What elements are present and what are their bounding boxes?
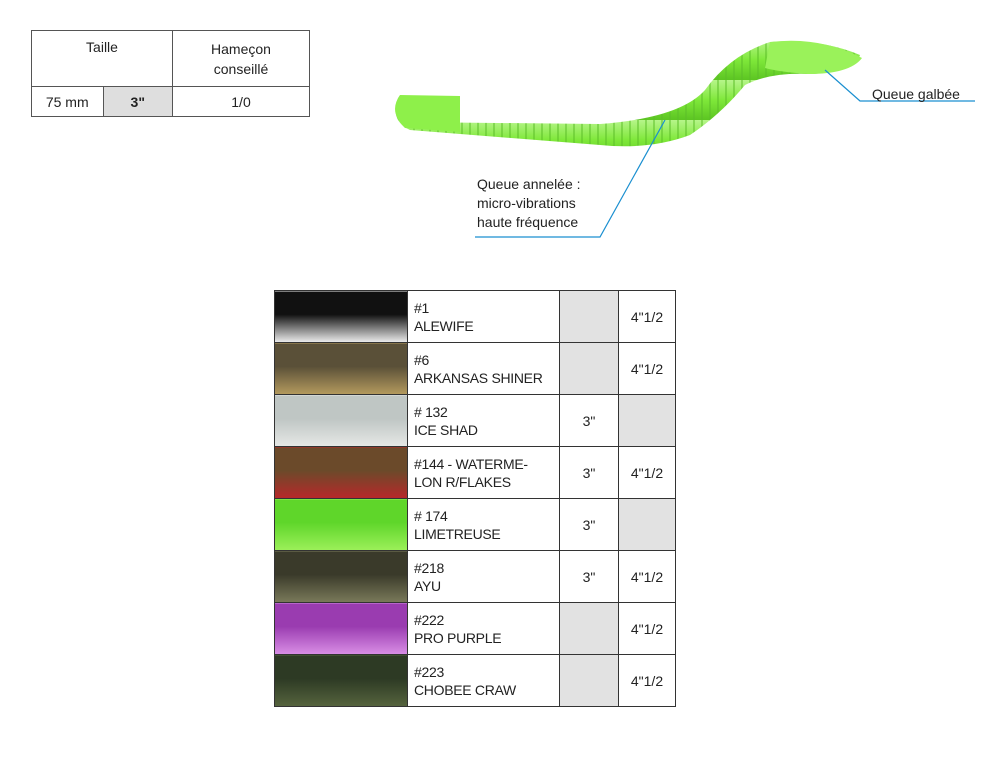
color-code: #223 (414, 663, 444, 680)
worm-body (395, 41, 860, 147)
size-inches: 3" (102, 86, 173, 117)
color-name: AYU (414, 577, 441, 594)
size-3in-cell: 3" (559, 498, 619, 551)
size-3in-cell: 3" (559, 550, 619, 603)
ribs-annotation-line3: haute fréquence (477, 214, 579, 230)
color-name: ICE SHAD (414, 421, 478, 438)
size-3in-cell (559, 290, 619, 343)
worm-tail (765, 40, 862, 74)
color-code: #6 (414, 351, 429, 368)
color-name: ALEWIFE (414, 317, 474, 334)
color-code: #222 (414, 611, 444, 628)
color-code: # 174 (414, 507, 448, 524)
size-3in-cell (559, 654, 619, 707)
size-4-5in-cell: 4"1/2 (618, 342, 676, 395)
size-4-5in-cell: 4"1/2 (618, 654, 676, 707)
color-name: CHOBEE CRAW (414, 681, 516, 698)
color-swatch (274, 446, 408, 499)
spec-table: Taille Hameçon conseillé 75 mm 3" 1/0 (31, 30, 310, 117)
size-4-5in-cell (618, 498, 676, 551)
color-name: LON R/FLAKES (414, 473, 511, 490)
tail-annotation: Queue galbée (872, 86, 960, 102)
color-swatch (274, 602, 408, 655)
color-code: #144 - WATERME- (414, 455, 528, 472)
size-4-5in-cell: 4"1/2 (618, 446, 676, 499)
color-swatch (274, 550, 408, 603)
tail-callout-line (824, 69, 975, 102)
size-3in-cell (559, 602, 619, 655)
size-3in-cell: 3" (559, 394, 619, 447)
ribs-annotation-line1: Queue annelée : (477, 176, 581, 192)
hook-size: 1/0 (172, 86, 310, 117)
size-mm: 75 mm (31, 86, 104, 117)
size-4-5in-cell: 4"1/2 (618, 550, 676, 603)
hook-header-line1: Hameçon (211, 40, 271, 57)
size-3in-cell (559, 342, 619, 395)
worm-head (395, 95, 460, 132)
hook-header-line2: conseillé (213, 60, 269, 77)
size-4-5in-cell: 4"1/2 (618, 602, 676, 655)
ribs-annotation: Queue annelée : micro-vibrations haute f… (477, 175, 581, 232)
color-swatch (274, 394, 408, 447)
ribs-annotation-line2: micro-vibrations (477, 195, 576, 211)
color-code: #218 (414, 559, 444, 576)
color-swatch (274, 498, 408, 551)
color-name: LIMETREUSE (414, 525, 501, 542)
color-code: #1 (414, 299, 429, 316)
color-swatch (274, 654, 408, 707)
color-name: PRO PURPLE (414, 629, 502, 646)
color-swatch (274, 290, 408, 343)
color-row: #144 - WATERME-LON R/FLAKES 3" 4"1/2 (274, 446, 676, 499)
size-header: Taille (31, 30, 173, 87)
ribs-callout-line (475, 119, 666, 238)
worm-illustration (395, 40, 975, 238)
size-3in-cell: 3" (559, 446, 619, 499)
color-code: # 132 (414, 403, 448, 420)
color-name-cell: #144 - WATERME-LON R/FLAKES (407, 446, 560, 499)
color-swatch (274, 342, 408, 395)
color-name: ARKANSAS SHINER (414, 369, 543, 386)
size-4-5in-cell (618, 394, 676, 447)
size-4-5in-cell: 4"1/2 (618, 290, 676, 343)
hook-header: Hameçon conseillé (172, 30, 310, 87)
